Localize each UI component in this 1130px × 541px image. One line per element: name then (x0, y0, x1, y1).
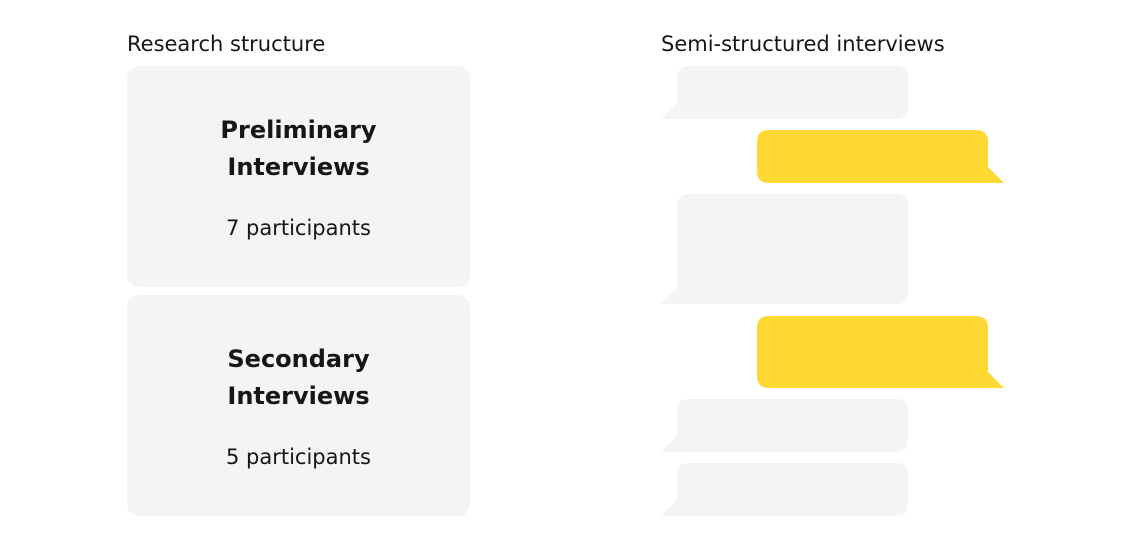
participant-message-bubble (757, 130, 1004, 183)
card-title: Secondary Interviews (127, 341, 470, 415)
research-structure-label: Research structure (127, 32, 326, 56)
card-title: Preliminary Interviews (127, 112, 470, 186)
card-title-line-1: Secondary (227, 345, 370, 373)
card-title-line-2: Interviews (227, 153, 370, 181)
interviewer-message-bubble (661, 194, 908, 304)
semi-structured-interviews-label: Semi-structured interviews (661, 32, 945, 56)
participant-count: 5 participants (225, 445, 371, 469)
participant-message-bubble (757, 316, 1004, 388)
interviewer-message-bubble (661, 399, 908, 452)
card-title-line-2: Interviews (227, 382, 370, 410)
interviewer-message-bubble (661, 66, 908, 119)
card-title-line-1: Preliminary (220, 116, 377, 144)
preliminary-interviews-card: Preliminary Interviews 7 participants (127, 66, 470, 287)
participant-count: 7 participants (225, 216, 371, 240)
interviewer-message-bubble (661, 463, 908, 516)
secondary-interviews-card: Secondary Interviews 5 participants (127, 295, 470, 516)
